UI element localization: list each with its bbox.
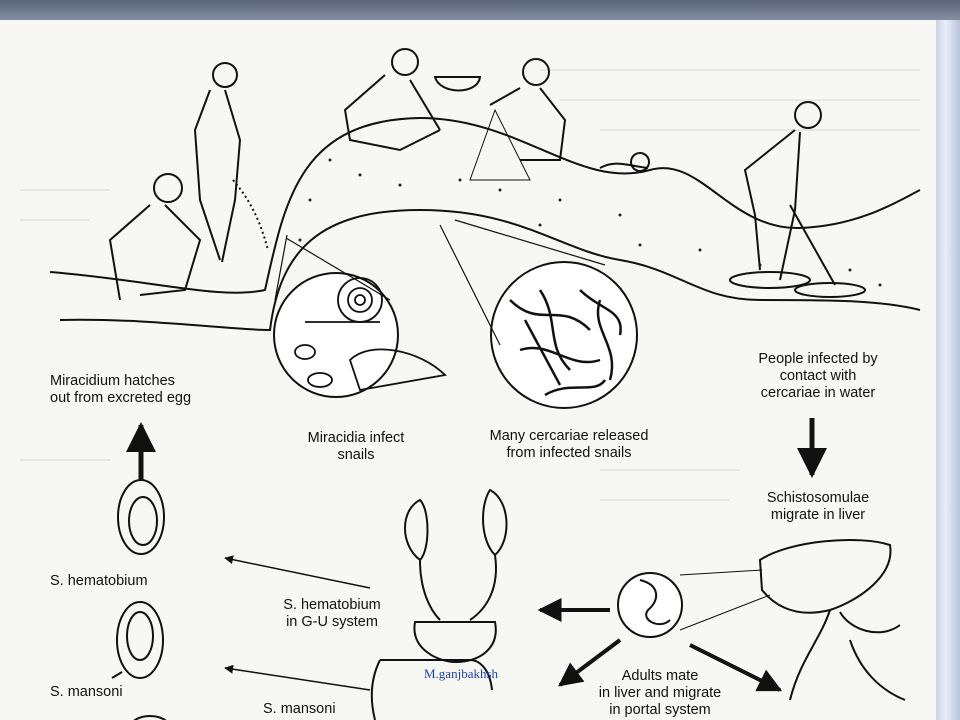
magnified-views: [273, 261, 638, 409]
label-s-mansoni-egg: S. mansoni: [50, 684, 123, 700]
label-cercariae-released: Many cercariae released from infected sn…: [489, 428, 649, 461]
river: [49, 116, 921, 332]
label-s-hematobium-egg: S. hematobium: [50, 573, 148, 589]
organ-icons: [370, 488, 906, 720]
label-miracidia-infect-snails: Miracidia infect snails: [307, 430, 405, 463]
kidney-right: [482, 488, 508, 557]
label-miracidium: Miracidium hatches out from excreted egg: [50, 373, 192, 406]
flow-arrows: [126, 418, 827, 692]
diagram-background: [0, 20, 936, 720]
egg-icons: [111, 479, 167, 720]
label-people-infected: People infected by contact with cercaria…: [758, 351, 878, 401]
people-figures: [108, 48, 866, 301]
label-adults-mate: Adults mate in liver and migrate in port…: [598, 668, 722, 718]
schistosomiasis-lifecycle-diagram: [20, 48, 921, 720]
mansoni-egg: [116, 601, 164, 679]
cercariae-icons: [509, 289, 622, 397]
slide-right-band: [936, 20, 960, 720]
snail-icons: [294, 277, 447, 392]
background-text-lines: [20, 69, 920, 501]
watermark: M.ganjbakhsh: [424, 666, 499, 681]
snail-magnifier: [273, 272, 399, 398]
cercariae-magnifier: [490, 261, 638, 409]
slide-top-bar: [0, 0, 960, 20]
label-hematobium-gu-system: S. hematobium in G-U system: [283, 597, 381, 630]
adult-worms-circle: [617, 572, 683, 638]
colon: [370, 659, 493, 720]
label-s-mansoni-adult: S. mansoni: [263, 701, 336, 717]
magnifier-pointers: [274, 219, 606, 346]
kidney-left: [404, 498, 429, 562]
bladder: [413, 621, 497, 664]
water-speckles: [298, 158, 882, 287]
liver: [758, 539, 892, 614]
portal-vessels: [789, 609, 906, 701]
label-schistosomulae: Schistosomulae migrate in liver: [766, 490, 870, 523]
